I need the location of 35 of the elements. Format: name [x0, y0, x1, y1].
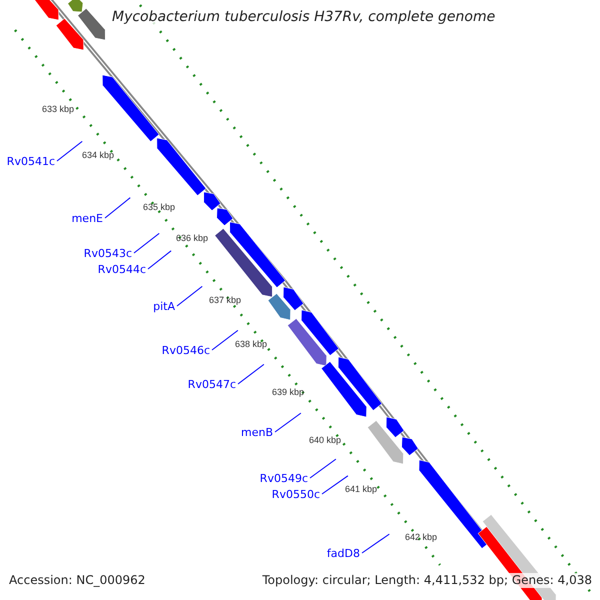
leader-line — [176, 286, 203, 306]
position-label: 637 kbp — [209, 295, 242, 305]
position-label: 642 kbp — [405, 532, 438, 542]
genome-summary-text: Topology: circular; Length: 4,411,532 bp; Genes: 4,038 — [262, 573, 592, 588]
gene-label: Rv0549c — [260, 472, 308, 485]
leader-line — [238, 364, 264, 384]
leader-line — [104, 197, 131, 218]
gene-label: Rv0543c — [84, 247, 132, 260]
gene-label: menE — [72, 212, 103, 225]
gene-label: pitA — [153, 300, 175, 313]
gene-label: Rv0544c — [98, 263, 146, 276]
gene-label: Rv0541c — [6, 155, 55, 168]
leader-line — [134, 232, 160, 254]
leader-line — [362, 534, 390, 554]
gene-label: fadD8 — [326, 547, 360, 560]
position-label: 639 kbp — [272, 387, 304, 397]
gene-label: Rv0546c — [162, 344, 210, 357]
gene-label: Rv0547c — [188, 378, 236, 391]
leader-line — [56, 140, 83, 162]
accession-text: Accession: NC_000962 — [9, 573, 146, 588]
gene-label: Rv0550c — [272, 488, 320, 501]
position-label: 635 kbp — [143, 202, 176, 212]
map-title: Mycobacterium tuberculosis H37Rv, complete genome — [112, 8, 496, 26]
position-label: 633 kbp — [42, 104, 74, 114]
leader-line — [212, 330, 238, 350]
leader-line — [322, 475, 348, 494]
leader-line — [274, 412, 302, 432]
position-label: 638 kbp — [235, 339, 268, 349]
position-label: 641 kbp — [345, 484, 378, 494]
position-label: 640 kbp — [309, 435, 342, 445]
gene-label: menB — [240, 426, 273, 439]
leader-line — [148, 250, 172, 270]
position-label: 634 kbp — [82, 150, 114, 160]
leader-line — [310, 458, 336, 478]
position-label: 636 kbp — [176, 233, 208, 243]
